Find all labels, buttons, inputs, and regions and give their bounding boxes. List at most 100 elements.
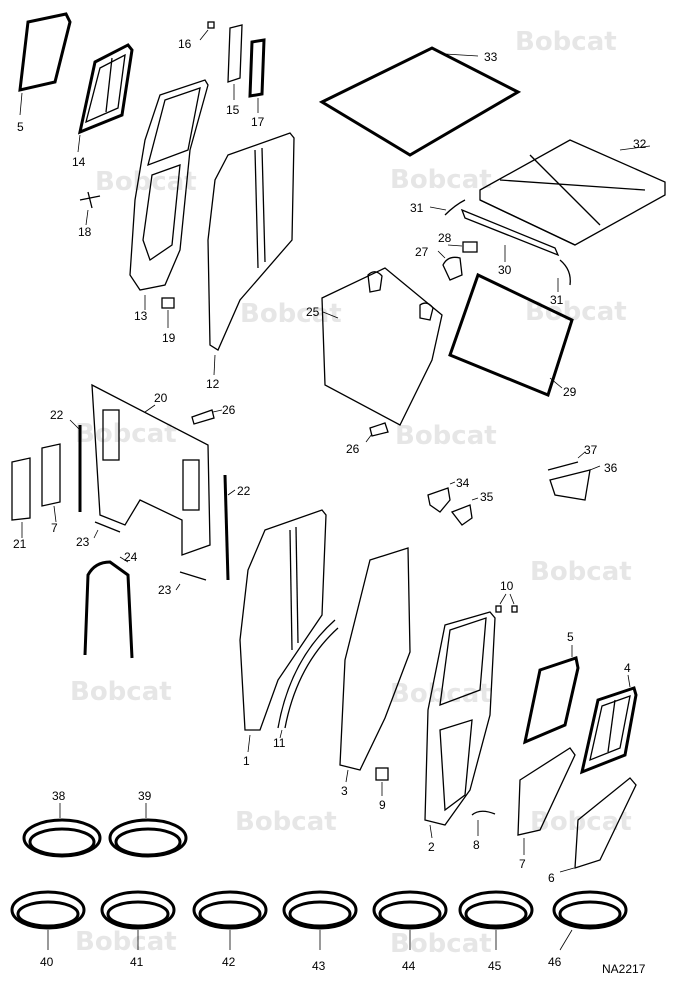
callout-7: 7 — [51, 521, 58, 535]
watermark: Bobcat — [525, 297, 627, 327]
callout-44: 44 — [402, 959, 416, 973]
part-9-latch — [375, 767, 389, 796]
part-19-latch — [161, 297, 175, 328]
callout-25: 25 — [306, 305, 320, 319]
callout-12: 12 — [206, 377, 220, 391]
callout-24: 24 — [124, 550, 138, 564]
callout-10: 10 — [500, 579, 514, 593]
part-18-bracket — [79, 191, 101, 226]
watermark: Bobcat — [530, 807, 632, 837]
part-21-7-panels — [11, 443, 61, 538]
part-2-right-door — [424, 611, 496, 839]
part-10-fasteners — [495, 593, 518, 613]
callout-31: 31 — [410, 201, 424, 215]
callout-34: 34 — [456, 476, 470, 490]
callout-7: 7 — [519, 857, 526, 871]
callout-14: 14 — [72, 155, 86, 169]
seal-coil-38 — [22, 803, 102, 858]
part-5-top-window-seal — [18, 12, 72, 116]
watermark: Bobcat — [240, 299, 342, 329]
watermark: Bobcat — [235, 807, 337, 837]
reference-code: NA2217 — [602, 962, 646, 976]
callout-45: 45 — [488, 959, 502, 973]
part-5-right-window-seal — [522, 645, 580, 745]
callout-2: 2 — [428, 840, 435, 854]
part-34-35-36-37-brackets — [427, 451, 601, 526]
callout-36: 36 — [604, 461, 618, 475]
callout-3: 3 — [341, 784, 348, 798]
part-12-door-frame — [207, 132, 295, 376]
callout-19: 19 — [162, 331, 176, 345]
part-25-rear-window — [321, 267, 443, 426]
callout-31: 31 — [550, 293, 564, 307]
watermark: Bobcat — [75, 419, 177, 449]
watermark: Bobcat — [75, 927, 177, 957]
part-15-16-17-panels — [199, 21, 266, 113]
callout-8: 8 — [473, 838, 480, 852]
callout-23: 23 — [158, 583, 172, 597]
seal-coil-42 — [192, 890, 268, 950]
callout-39: 39 — [138, 789, 152, 803]
callout-46: 46 — [548, 955, 562, 969]
callout-37: 37 — [584, 443, 598, 457]
callout-27: 27 — [415, 245, 429, 259]
callout-17: 17 — [251, 115, 265, 129]
part-4-window — [579, 674, 638, 775]
callout-5: 5 — [567, 630, 574, 644]
callout-38: 38 — [52, 789, 66, 803]
part-11-arch-strip — [277, 619, 339, 739]
part-13-left-door — [129, 79, 209, 310]
callout-29: 29 — [563, 385, 577, 399]
coiled-seals — [10, 803, 628, 951]
seal-coil-44 — [372, 890, 448, 950]
part-30-31-strips — [429, 199, 571, 292]
callout-1: 1 — [243, 754, 250, 768]
callout-23: 23 — [76, 535, 90, 549]
callout-40: 40 — [40, 955, 54, 969]
callout-33: 33 — [484, 50, 498, 64]
part-3-door-glass — [339, 547, 411, 783]
callout-9: 9 — [379, 798, 386, 812]
callout-35: 35 — [480, 490, 494, 504]
callout-5: 5 — [17, 120, 24, 134]
watermark: Bobcat — [395, 421, 497, 451]
seal-coil-43 — [282, 890, 358, 950]
part-29-rear-window-seal — [448, 272, 574, 398]
callout-32: 32 — [633, 137, 647, 151]
callout-16: 16 — [178, 37, 192, 51]
callout-13: 13 — [134, 309, 148, 323]
part-14-window — [77, 43, 134, 153]
seal-coil-41 — [100, 890, 176, 950]
part-22-strips — [69, 419, 236, 581]
callout-6: 6 — [548, 871, 555, 885]
part-8-bracket — [471, 810, 496, 836]
callout-22: 22 — [237, 484, 251, 498]
callout-15: 15 — [226, 103, 240, 117]
part-20-rear-wall — [91, 383, 211, 556]
seal-coil-39 — [108, 803, 188, 858]
callout-30: 30 — [498, 263, 512, 277]
watermark: Bobcat — [390, 929, 492, 959]
watermark: Bobcat — [390, 165, 492, 195]
callout-4: 4 — [624, 661, 631, 675]
callout-42: 42 — [222, 955, 236, 969]
callout-26: 26 — [346, 442, 360, 456]
watermark: Bobcat — [515, 27, 617, 57]
watermark: Bobcat — [70, 677, 172, 707]
callout-41: 41 — [130, 955, 144, 969]
watermark: Bobcat — [530, 557, 632, 587]
part-24-door-seal — [83, 556, 134, 659]
callout-22: 22 — [50, 408, 64, 422]
watermark: Bobcat — [95, 167, 197, 197]
part-27-28-hinge — [437, 241, 478, 281]
seal-coil-40 — [10, 890, 86, 950]
part-6-7-panels — [517, 747, 637, 873]
callout-20: 20 — [154, 391, 168, 405]
callout-21: 21 — [13, 537, 27, 551]
seal-coil-45 — [458, 890, 534, 950]
callout-43: 43 — [312, 959, 326, 973]
callout-26: 26 — [222, 403, 236, 417]
seal-coil-46 — [552, 890, 628, 951]
callout-labels: 5 14 16 15 17 18 13 19 12 33 32 31 28 27… — [13, 37, 647, 973]
